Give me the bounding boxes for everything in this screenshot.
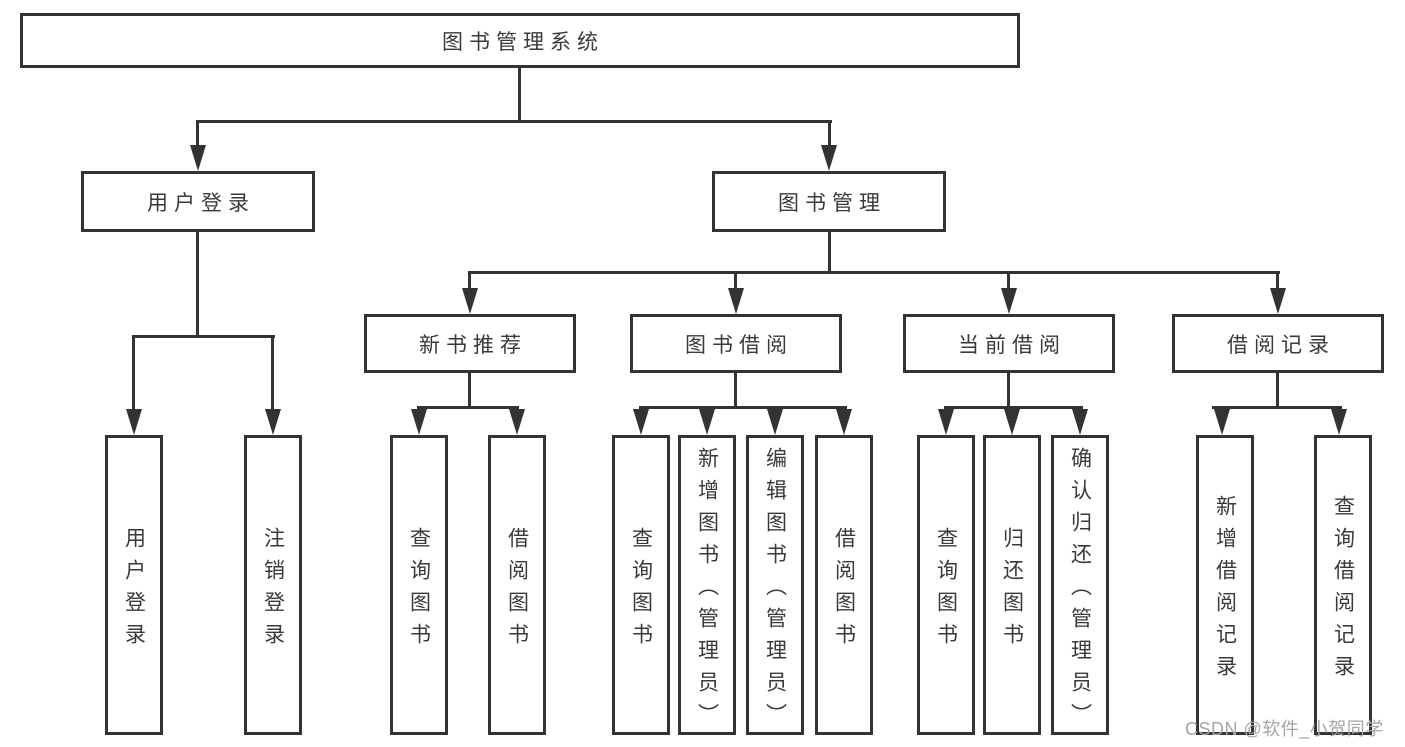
node-label: 用户登录 [147, 191, 255, 215]
arrow-down-icon [836, 409, 852, 435]
arrow-down-icon [821, 145, 837, 171]
arrow-down-icon [411, 409, 427, 435]
leaf-label: 查询图书 [629, 526, 653, 655]
connector-line [1276, 373, 1279, 409]
leaf-label: 新增图书（管理员） [695, 446, 719, 735]
arrow-down-icon [1214, 409, 1230, 435]
watermark: CSDN @软件_小贺同学 [1185, 719, 1384, 739]
arrow-down-icon [509, 409, 525, 435]
arrow-down-icon [767, 409, 783, 435]
arrow-down-icon [1004, 409, 1020, 435]
connector-line [468, 271, 1280, 274]
leaf-query-books-1: 查询图书 [390, 435, 448, 735]
connector-line [132, 335, 135, 413]
node-label: 当前借阅 [958, 333, 1066, 357]
leaf-label: 查询借阅记录 [1331, 494, 1355, 687]
connector-line [196, 120, 199, 150]
connector-line [468, 373, 471, 409]
leaf-label: 归还图书 [1000, 526, 1024, 655]
leaf-label: 编辑图书（管理员） [763, 446, 787, 735]
leaf-add-books-admin: 新增图书（管理员） [678, 435, 736, 735]
connector-line [828, 232, 831, 271]
leaf-edit-books-admin: 编辑图书（管理员） [746, 435, 804, 735]
arrow-down-icon [938, 409, 954, 435]
arrow-down-icon [1331, 409, 1347, 435]
leaf-label: 查询图书 [407, 526, 431, 655]
connector-line [828, 120, 831, 150]
connector-line [196, 232, 199, 335]
leaf-label: 查询图书 [934, 526, 958, 655]
leaf-confirm-return-admin: 确认归还（管理员） [1051, 435, 1109, 735]
leaf-query-books-2: 查询图书 [612, 435, 670, 735]
arrow-down-icon [728, 288, 744, 314]
connector-line [734, 373, 737, 409]
arrow-down-icon [1270, 288, 1286, 314]
leaf-logout: 注销登录 [244, 435, 302, 735]
leaf-borrow-books-2: 借阅图书 [815, 435, 873, 735]
node-label: 新书推荐 [419, 333, 527, 357]
connector-line [468, 271, 471, 291]
arrow-down-icon [699, 409, 715, 435]
leaf-return-books: 归还图书 [983, 435, 1041, 735]
leaf-borrow-books-1: 借阅图书 [488, 435, 546, 735]
connector-line [132, 335, 275, 338]
leaf-label: 借阅图书 [832, 526, 856, 655]
leaf-query-books-3: 查询图书 [917, 435, 975, 735]
leaf-label: 用户登录 [122, 526, 146, 655]
connector-line [639, 406, 847, 409]
node-book-management-system: 图书管理系统 [20, 13, 1020, 68]
leaf-query-borrow-record: 查询借阅记录 [1314, 435, 1372, 735]
connector-line [196, 120, 832, 123]
node-current-borrowing: 当前借阅 [903, 314, 1115, 373]
leaf-add-borrow-record: 新增借阅记录 [1196, 435, 1254, 735]
connector-line [417, 406, 519, 409]
connector-line [271, 335, 274, 413]
connector-line [1007, 271, 1010, 291]
connector-line [944, 406, 1083, 409]
leaf-user-login: 用户登录 [105, 435, 163, 735]
node-user-login: 用户登录 [81, 171, 315, 232]
arrow-down-icon [126, 409, 142, 435]
node-borrowing-records: 借阅记录 [1172, 314, 1384, 373]
node-label: 借阅记录 [1227, 333, 1335, 357]
leaf-label: 新增借阅记录 [1213, 494, 1237, 687]
connector-line [1007, 373, 1010, 409]
node-book-management: 图书管理 [712, 171, 946, 232]
node-label: 图书借阅 [685, 333, 793, 357]
arrow-down-icon [462, 288, 478, 314]
node-book-borrowing: 图书借阅 [630, 314, 842, 373]
leaf-label: 注销登录 [261, 526, 285, 655]
arrow-down-icon [1001, 288, 1017, 314]
arrow-down-icon [633, 409, 649, 435]
arrow-down-icon [1072, 409, 1088, 435]
leaf-label: 借阅图书 [505, 526, 529, 655]
node-label: 图书管理系统 [442, 30, 604, 54]
connector-line [1276, 271, 1279, 291]
node-new-book-recommendation: 新书推荐 [364, 314, 576, 373]
connector-line [1212, 406, 1342, 409]
arrow-down-icon [265, 409, 281, 435]
connector-line [734, 271, 737, 291]
node-label: 图书管理 [778, 191, 886, 215]
leaf-label: 确认归还（管理员） [1068, 446, 1092, 735]
arrow-down-icon [190, 145, 206, 171]
connector-line [518, 68, 521, 120]
